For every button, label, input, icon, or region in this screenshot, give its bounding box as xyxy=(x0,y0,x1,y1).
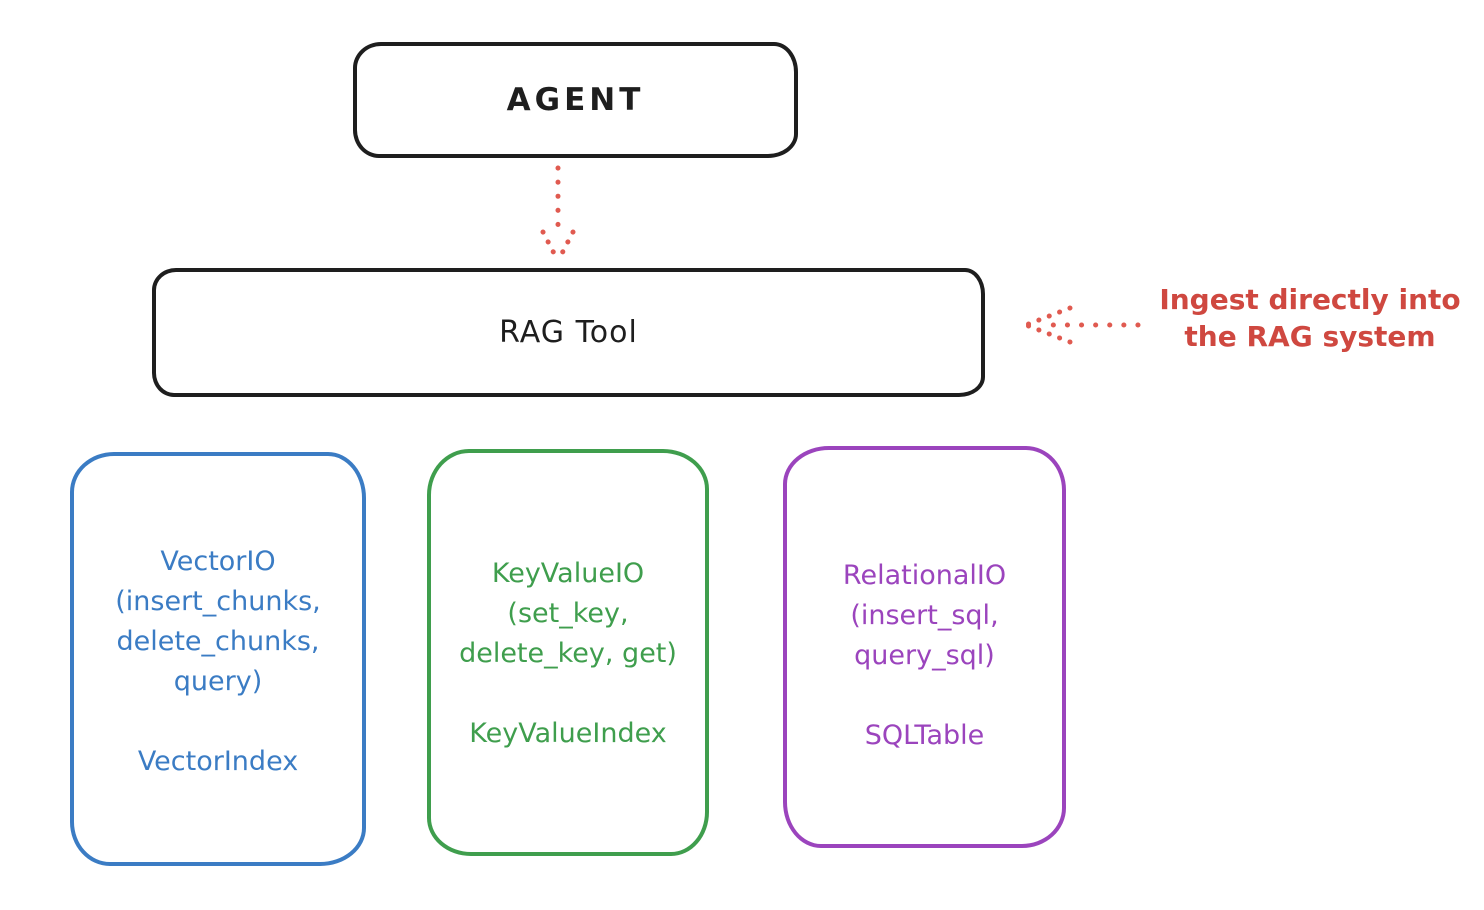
ingest-arrow xyxy=(1023,305,1141,345)
vector-io-node[interactable]: VectorIO (insert_chunks, delete_chunks, … xyxy=(70,452,366,866)
vector-io-methods-line1: (insert_chunks, xyxy=(115,586,321,617)
relational-io-methods-line2: query_sql) xyxy=(854,640,995,671)
ingest-annotation-line1: Ingest directly into xyxy=(1159,283,1461,316)
vector-index-label: VectorIndex xyxy=(137,746,299,777)
relational-io-title: RelationalIO xyxy=(842,560,1007,591)
keyvalue-index-label: KeyValueIndex xyxy=(469,718,667,749)
agent-label: AGENT xyxy=(506,82,645,118)
relational-io-methods-line1: (insert_sql, xyxy=(850,600,999,631)
vector-io-methods-line2: delete_chunks, xyxy=(116,626,320,657)
vector-io-methods-line3: query) xyxy=(173,666,263,697)
rag-tool-node[interactable]: RAG Tool xyxy=(152,268,985,397)
keyvalue-io-methods-line1: (set_key, xyxy=(507,598,629,629)
keyvalue-io-methods-line2: delete_key, get) xyxy=(459,638,677,669)
relational-io-node[interactable]: RelationalIO (insert_sql, query_sql) SQL… xyxy=(783,446,1066,848)
keyvalue-io-node[interactable]: KeyValueIO (set_key, delete_key, get) Ke… xyxy=(427,449,709,856)
keyvalue-io-title: KeyValueIO xyxy=(491,558,645,589)
ingest-annotation-line2: the RAG system xyxy=(1184,320,1436,353)
agent-to-ragtool-arrow xyxy=(540,165,576,264)
sqltable-label: SQLTable xyxy=(864,720,985,751)
vector-io-title: VectorIO xyxy=(160,546,276,577)
agent-node[interactable]: AGENT xyxy=(353,42,798,158)
rag-tool-label: RAG Tool xyxy=(499,315,638,350)
ingest-annotation: Ingest directly into the RAG system xyxy=(1140,281,1480,355)
